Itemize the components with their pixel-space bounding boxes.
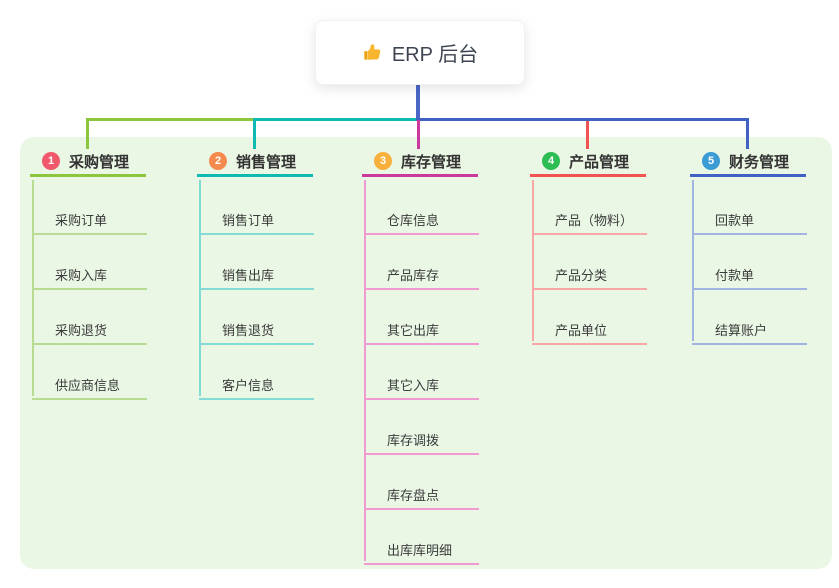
root-connector-line (416, 83, 420, 119)
thumbs-up-icon (362, 42, 383, 63)
child-node[interactable]: 采购退货 (32, 314, 147, 345)
child-node[interactable]: 出库库明细 (364, 534, 479, 565)
branch-badge: 1 (42, 152, 60, 170)
branch-node-product[interactable]: 4 产品管理 (530, 148, 646, 177)
child-node[interactable]: 其它出库 (364, 314, 479, 345)
child-node[interactable]: 采购订单 (32, 204, 147, 235)
branch-label: 销售管理 (236, 153, 297, 171)
branch-node-finance[interactable]: 5 财务管理 (690, 148, 806, 177)
branch-badge: 3 (374, 152, 392, 170)
child-node[interactable]: 产品库存 (364, 259, 479, 290)
child-node[interactable]: 其它入库 (364, 369, 479, 400)
child-node[interactable]: 供应商信息 (32, 369, 147, 400)
root-node[interactable]: ERP 后台 (315, 20, 525, 85)
branch-node-sales[interactable]: 2 销售管理 (197, 148, 313, 177)
child-node[interactable]: 回款单 (692, 204, 807, 235)
branch-trunk-line (364, 180, 366, 561)
branch-node-purchase[interactable]: 1 采购管理 (30, 148, 146, 177)
branch-node-inventory[interactable]: 3 库存管理 (362, 148, 478, 177)
child-node[interactable]: 仓库信息 (364, 204, 479, 235)
branches-panel (20, 137, 832, 569)
connector-branch-4-drop (586, 118, 589, 149)
connector-branch-2-drop (253, 118, 256, 149)
child-node[interactable]: 采购入库 (32, 259, 147, 290)
connector-branch-5-drop (746, 118, 749, 149)
child-node[interactable]: 产品（物料） (532, 204, 648, 235)
child-node[interactable]: 销售出库 (199, 259, 314, 290)
branch-badge: 5 (702, 152, 720, 170)
child-node[interactable]: 产品分类 (532, 259, 647, 290)
branch-label: 采购管理 (69, 153, 130, 171)
branch-badge: 4 (542, 152, 560, 170)
child-node[interactable]: 客户信息 (199, 369, 314, 400)
branch-label: 库存管理 (401, 153, 462, 171)
branch-badge: 2 (209, 152, 227, 170)
branch-trunk-line (532, 180, 534, 341)
branch-label: 产品管理 (569, 153, 630, 171)
root-label: ERP 后台 (391, 44, 479, 66)
branch-trunk-line (692, 180, 694, 341)
child-node[interactable]: 产品单位 (532, 314, 647, 345)
branch-label: 财务管理 (729, 153, 790, 171)
child-node[interactable]: 销售退货 (199, 314, 314, 345)
child-node[interactable]: 库存盘点 (364, 479, 479, 510)
connector-branch-5 (416, 118, 749, 121)
child-node[interactable]: 销售订单 (199, 204, 314, 235)
connector-branch-2 (253, 118, 420, 121)
child-node[interactable]: 付款单 (692, 259, 807, 290)
connector-branch-1-drop (86, 118, 89, 149)
child-node[interactable]: 结算账户 (692, 314, 807, 345)
connector-branch-3-drop (417, 120, 420, 149)
child-node[interactable]: 库存调拨 (364, 424, 479, 455)
